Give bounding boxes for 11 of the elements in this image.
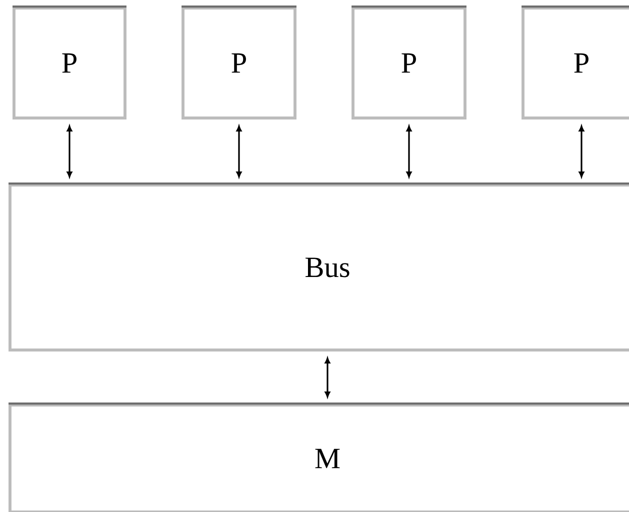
bus-box: Bus xyxy=(8,182,629,352)
processor-box: P xyxy=(352,5,466,120)
double-arrow xyxy=(406,126,412,178)
double-arrow xyxy=(324,358,330,398)
double-arrow xyxy=(578,126,584,178)
double-arrow xyxy=(236,126,242,178)
double-arrow xyxy=(66,126,72,178)
processor-box: P xyxy=(182,5,296,120)
processor-box: P xyxy=(522,5,629,120)
processor-box: P xyxy=(12,5,126,120)
memory-box: M xyxy=(8,402,629,512)
